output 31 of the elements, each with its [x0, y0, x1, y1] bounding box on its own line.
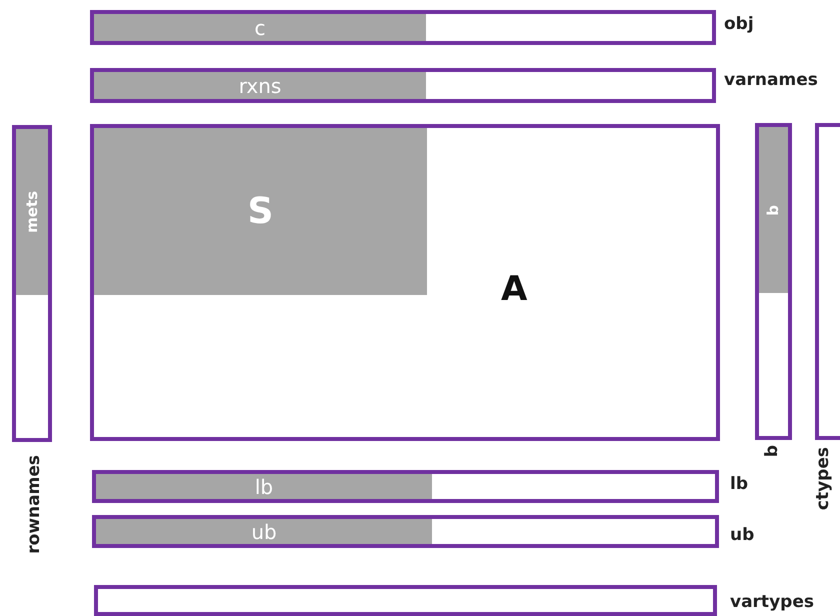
side-label: lb — [730, 476, 748, 493]
side-label: b — [764, 445, 781, 458]
matrix-label: b — [766, 204, 781, 216]
filled-block — [16, 129, 48, 295]
side-label: rownames — [26, 455, 43, 554]
matrix-label: lb — [254, 476, 274, 496]
filled-block — [96, 519, 432, 544]
matrix-box — [94, 585, 717, 616]
matrix-label: ub — [251, 522, 277, 542]
matrix-box — [90, 68, 716, 103]
matrix-label: mets — [24, 191, 40, 233]
matrix-box — [92, 470, 719, 503]
matrix-label: c — [254, 18, 266, 38]
filled-block — [759, 127, 788, 293]
filled-block — [94, 128, 427, 295]
matrix-box — [90, 10, 716, 45]
filled-block — [94, 14, 426, 41]
matrix-box — [92, 515, 719, 548]
filled-block — [94, 72, 426, 99]
matrix-box — [755, 123, 792, 440]
side-label: obj — [724, 16, 754, 33]
side-label: ctypes — [815, 447, 832, 510]
matrix-box — [90, 124, 720, 441]
matrix-label: S — [248, 194, 274, 230]
side-label: varnames — [724, 72, 818, 89]
matrix-box — [12, 125, 52, 442]
filled-block — [96, 474, 432, 499]
side-label: ub — [730, 527, 754, 544]
matrix-label: A — [501, 272, 528, 306]
side-label: vartypes — [730, 594, 814, 611]
matrix-label: rxns — [238, 76, 282, 96]
